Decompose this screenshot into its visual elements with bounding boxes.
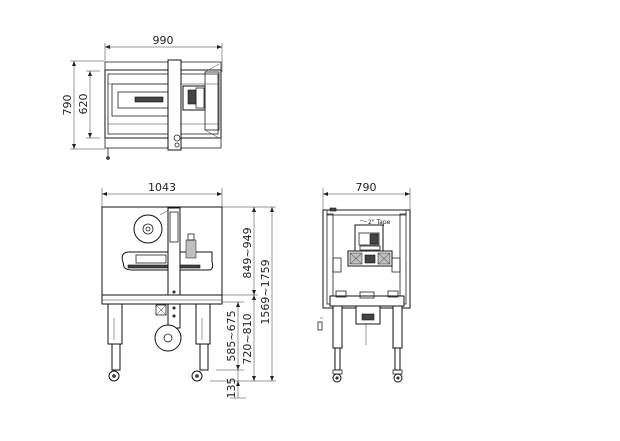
front-lower-height-label: 585~675 <box>225 310 238 361</box>
side-view: 790 2" Tape <box>317 181 411 383</box>
front-table-height-label: 720~810 <box>241 313 254 364</box>
side-tape-note: 2" Tape <box>368 219 391 226</box>
top-depth-label: 790 <box>61 95 74 116</box>
front-width-label: 1043 <box>148 181 176 194</box>
front-tape-height-label: 849~949 <box>241 227 254 278</box>
top-view: 990 790 620 <box>61 34 223 160</box>
side-width-label: 790 <box>356 181 377 194</box>
front-view: 1043 <box>101 181 276 399</box>
top-inner-depth-label: 620 <box>77 94 90 115</box>
front-caster-label: 135 <box>225 378 238 399</box>
top-width-label: 990 <box>153 34 174 47</box>
front-total-height-label: 1569~1759 <box>259 259 272 324</box>
